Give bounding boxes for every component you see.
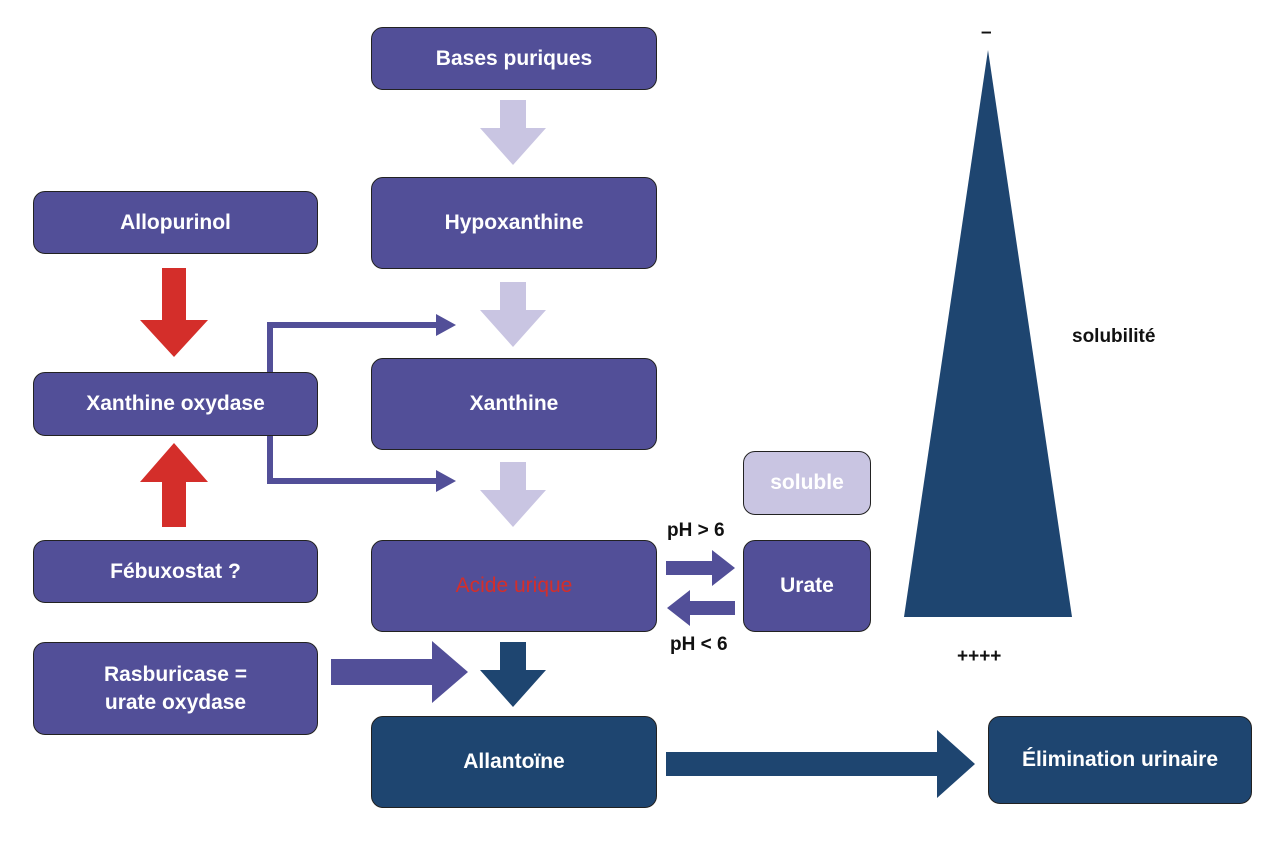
box-febuxostat: Fébuxostat ? <box>33 540 318 603</box>
arrow-rasburicase <box>331 641 468 703</box>
label: Xanthine <box>469 392 559 416</box>
arrow-allantoine-to-elimination <box>666 730 975 798</box>
solubility-triangle <box>904 50 1072 617</box>
label-ph-greater: pH > 6 <box>667 520 725 541</box>
arrow-febuxostat-inhibits <box>140 443 208 527</box>
label-minus: – <box>981 22 992 43</box>
label: Urate <box>780 574 834 598</box>
box-xanthine-oxydase: Xanthine oxydase <box>33 372 318 436</box>
box-rasburicase: Rasburicase = urate oxydase <box>33 642 318 735</box>
box-soluble: soluble <box>743 451 871 515</box>
label-line2: urate oxydase <box>104 690 247 714</box>
label-solubilite: solubilité <box>1072 326 1156 347</box>
label: Fébuxostat ? <box>110 559 241 583</box>
label: soluble <box>770 471 844 495</box>
arrow-xanthine-to-acide <box>480 462 546 527</box>
arrow-bases-to-hypoxanthine <box>480 100 546 165</box>
label-line1: Rasburicase = <box>103 663 247 687</box>
arrow-acide-to-urate <box>666 550 735 586</box>
bracket-xo-upper-head <box>436 314 456 336</box>
label: Élimination urinaire <box>1021 748 1219 772</box>
arrow-acide-to-allantoine <box>480 642 546 707</box>
box-acide-urique: Acide urique <box>371 540 657 632</box>
bracket-xo-lower-head <box>436 470 456 492</box>
box-hypoxanthine: Hypoxanthine <box>371 177 657 269</box>
label-ph-less: pH < 6 <box>670 634 728 655</box>
bracket-xo-lower <box>267 436 440 484</box>
box-bases-puriques: Bases puriques <box>371 27 657 90</box>
box-elimination-urinaire: Élimination urinaire <box>988 716 1252 804</box>
label: Allantoïne <box>463 750 565 774</box>
label: Hypoxanthine <box>444 211 584 235</box>
label-plus: ++++ <box>957 646 1002 667</box>
arrow-urate-to-acide <box>667 590 735 626</box>
bracket-xo-upper <box>267 322 440 372</box>
label: Acide urique <box>455 574 573 598</box>
arrow-hypoxanthine-to-xanthine <box>480 282 546 347</box>
box-allopurinol: Allopurinol <box>33 191 318 254</box>
label: Xanthine oxydase <box>86 392 265 416</box>
box-allantoine: Allantoïne <box>371 716 657 808</box>
label: Bases puriques <box>435 46 593 70</box>
arrow-allopurinol-inhibits <box>140 268 208 357</box>
label: Allopurinol <box>120 210 231 234</box>
box-urate: Urate <box>743 540 871 632</box>
box-xanthine: Xanthine <box>371 358 657 450</box>
